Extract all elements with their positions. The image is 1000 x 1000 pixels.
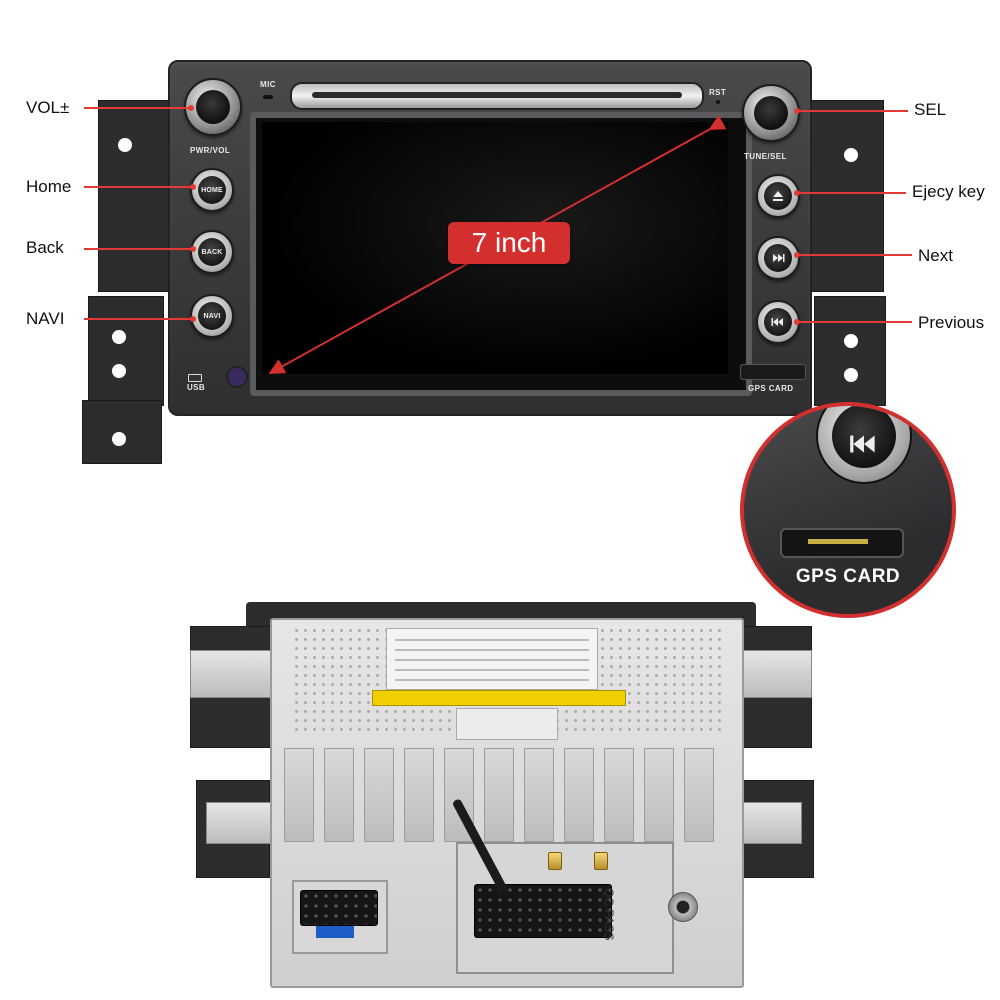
navi-button-label: NAVI xyxy=(198,302,226,330)
callout-line-eject xyxy=(796,192,906,194)
previous-button[interactable] xyxy=(756,300,800,344)
callout-sel: SEL xyxy=(914,100,947,119)
rst-button[interactable] xyxy=(716,100,720,104)
callout-dot-eject xyxy=(794,190,800,196)
home-button-label: HOME xyxy=(198,176,226,204)
rst-label: RST xyxy=(709,88,727,97)
navi-button[interactable]: NAVI xyxy=(190,294,234,338)
gps-antenna-port xyxy=(548,852,562,870)
heatsink-fins xyxy=(284,748,728,842)
callout-line-previous xyxy=(796,321,912,323)
callout-dot-navi xyxy=(190,316,196,322)
callout-line-back xyxy=(84,248,192,250)
eject-button[interactable] xyxy=(756,174,800,218)
power-harness-connector xyxy=(300,890,378,926)
screen-size-badge: 7 inch xyxy=(448,222,570,264)
back-button-label: BACK xyxy=(198,238,226,266)
callout-previous: Previous xyxy=(918,313,985,332)
callout-eject: Ejecy key xyxy=(912,182,985,201)
rear-info-sticker xyxy=(386,628,598,690)
mic-hole xyxy=(263,95,273,99)
zoom-gps-slot xyxy=(780,528,904,558)
callout-line-next xyxy=(796,254,912,256)
home-button[interactable]: HOME xyxy=(190,168,234,212)
pwr-vol-label: PWR/VOL xyxy=(190,146,231,155)
callout-line-navi xyxy=(84,318,192,320)
zoom-previous-button xyxy=(816,406,912,484)
bracket-hole xyxy=(112,364,126,378)
right-bracket xyxy=(806,100,884,292)
callout-line-sel xyxy=(796,110,908,112)
next-icon xyxy=(773,254,785,262)
gps-card-label: GPS CARD xyxy=(748,384,794,393)
zoom-gps-card-label: GPS CARD xyxy=(795,566,901,587)
usb-port[interactable] xyxy=(188,374,202,382)
radio-antenna-port xyxy=(594,852,608,870)
callout-vol: VOL± xyxy=(26,98,70,117)
callout-back: Back xyxy=(26,238,64,257)
callout-home: Home xyxy=(26,177,72,196)
tune-select-knob[interactable] xyxy=(742,84,800,142)
left-bracket xyxy=(98,100,172,292)
next-button[interactable] xyxy=(756,236,800,280)
previous-icon xyxy=(850,435,875,453)
brand-label xyxy=(456,708,558,740)
bracket-hole xyxy=(844,148,858,162)
tune-sel-label: TUNE/SEL xyxy=(744,152,787,161)
bracket-hole xyxy=(112,330,126,344)
eject-icon xyxy=(773,191,783,201)
usb-label: USB xyxy=(187,383,206,392)
back-button[interactable]: BACK xyxy=(190,230,234,274)
callout-dot-vol xyxy=(188,105,194,111)
blue-wire xyxy=(316,926,354,938)
callout-line-home xyxy=(84,186,192,188)
left-bracket-lower xyxy=(88,296,164,406)
main-harness-connector xyxy=(474,884,612,938)
bracket-hole xyxy=(112,432,126,446)
mic-label: MIC xyxy=(260,80,276,89)
callout-dot-back xyxy=(190,246,196,252)
callout-dot-sel xyxy=(794,108,800,114)
callout-next: Next xyxy=(918,246,953,265)
gps-card-zoom: GPS CARD xyxy=(740,402,956,618)
gps-card-slot[interactable] xyxy=(740,364,806,380)
right-bracket-lower xyxy=(814,296,886,406)
qc-pass-sticker: QC PASS xyxy=(602,888,616,941)
bracket-hole xyxy=(844,368,858,382)
disc-slot xyxy=(290,82,704,110)
callout-dot-home xyxy=(190,184,196,190)
warning-strip xyxy=(372,690,626,706)
previous-icon xyxy=(771,318,783,326)
callout-dot-previous xyxy=(794,319,800,325)
bracket-hole xyxy=(118,138,132,152)
callout-navi: NAVI xyxy=(26,309,65,328)
callout-line-vol xyxy=(84,107,190,109)
bracket-hole xyxy=(844,334,858,348)
callout-dot-next xyxy=(794,252,800,258)
round-port xyxy=(668,892,698,922)
ir-sensor xyxy=(226,366,248,388)
